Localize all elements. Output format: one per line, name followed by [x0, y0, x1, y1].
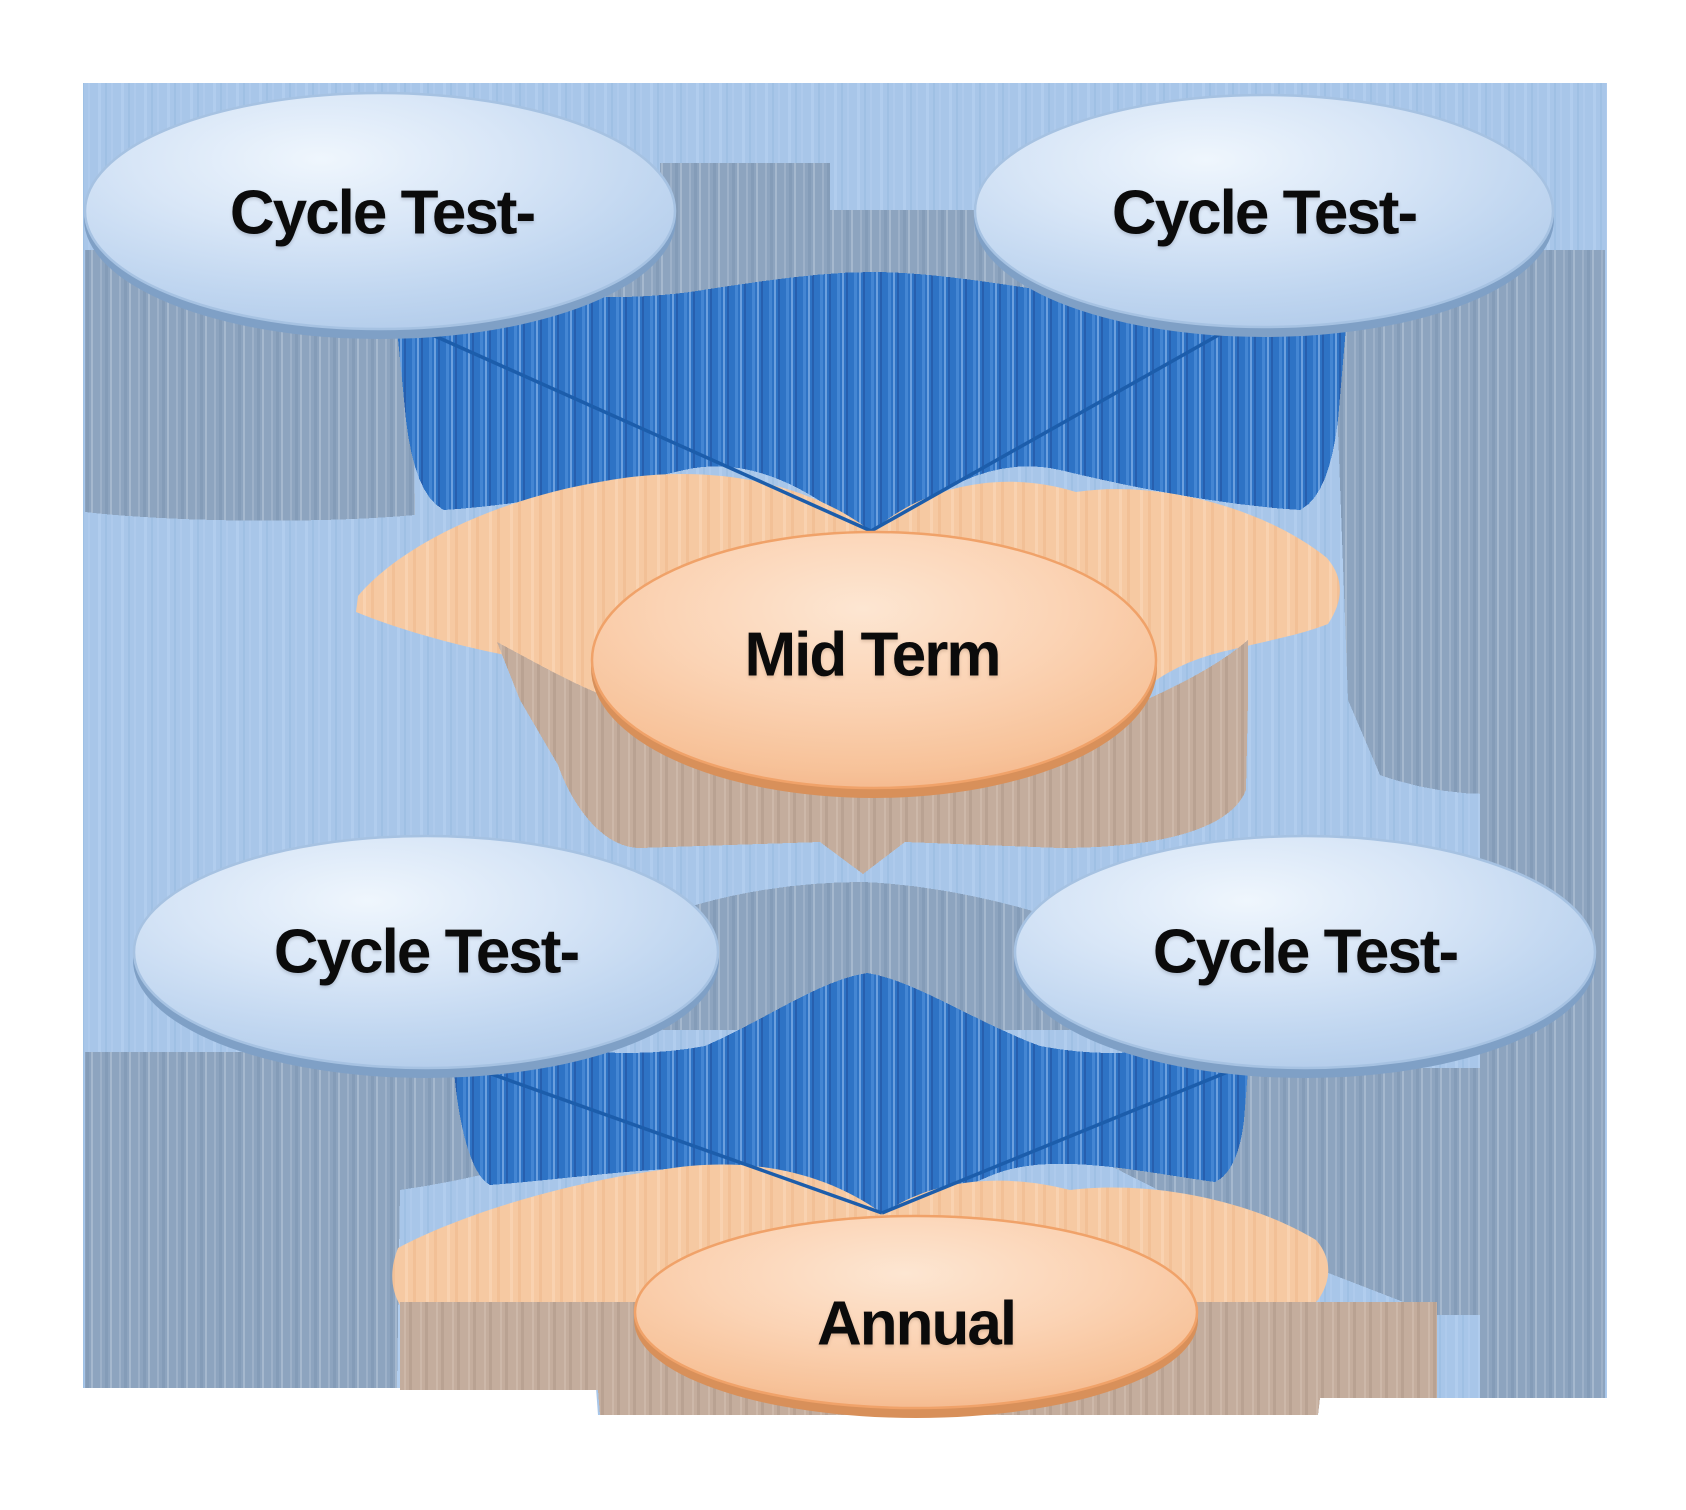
edge-cycle-test-1-to-mid-term [407, 322, 872, 533]
node-cycle-test-1[interactable] [83, 91, 677, 331]
funnel-lower [452, 973, 1252, 1216]
shadow-slab-mid-center [615, 882, 1135, 1030]
node-annual[interactable] [633, 1214, 1199, 1410]
node-cycle-test-3[interactable] [132, 834, 720, 1070]
edge-cycle-test-4-to-annual [881, 1060, 1253, 1215]
node-mid-term[interactable] [590, 530, 1158, 790]
funnel-upper [390, 258, 1352, 540]
node-cycle-test-2[interactable] [973, 93, 1555, 329]
shadow-column-right [1480, 330, 1605, 1398]
edge-cycle-test-2-to-mid-term [870, 322, 1239, 533]
edge-cycle-test-3-to-annual [451, 1058, 883, 1215]
node-cycle-test-4[interactable] [1013, 834, 1597, 1070]
